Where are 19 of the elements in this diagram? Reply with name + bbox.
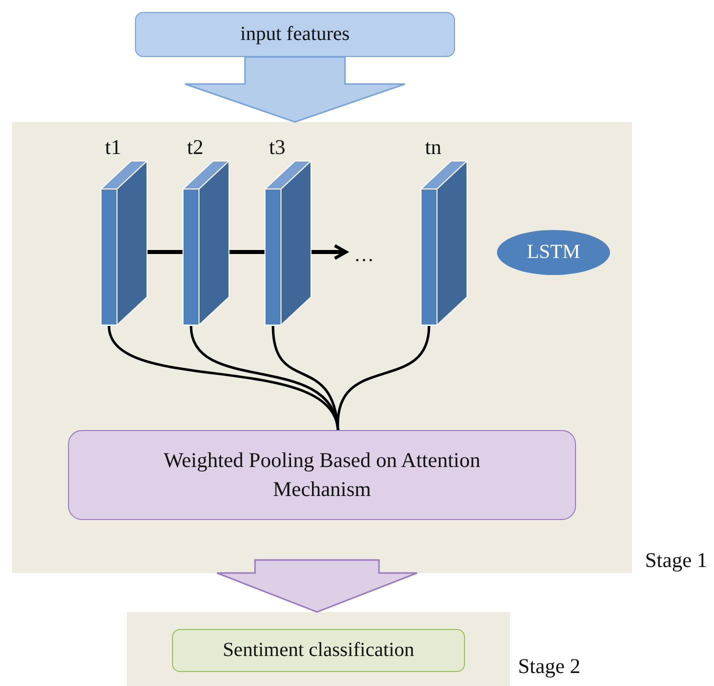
connector-line: [229, 250, 265, 254]
process-box: input features: [135, 12, 455, 57]
time-step-label: t1: [105, 135, 122, 160]
stage-label: Stage 2: [518, 654, 580, 679]
lstm-ellipse: LSTM: [497, 230, 610, 275]
time-step-label: t2: [187, 135, 204, 160]
connector-line: [147, 250, 183, 254]
time-step-label: t3: [269, 135, 286, 160]
ellipsis-text: …: [354, 244, 374, 266]
curved-connector: [336, 326, 430, 430]
time-step-label: tn: [425, 135, 442, 160]
process-box: Weighted Pooling Based on Attention Mechanism: [68, 430, 576, 520]
block-arrow: [216, 559, 418, 613]
arrow: [311, 244, 348, 260]
stage-panel: [127, 612, 510, 686]
stage-panel: [12, 122, 632, 573]
process-box: Sentiment classification: [172, 629, 465, 672]
block-arrow: [184, 56, 406, 123]
stage-label: Stage 1: [645, 548, 708, 573]
